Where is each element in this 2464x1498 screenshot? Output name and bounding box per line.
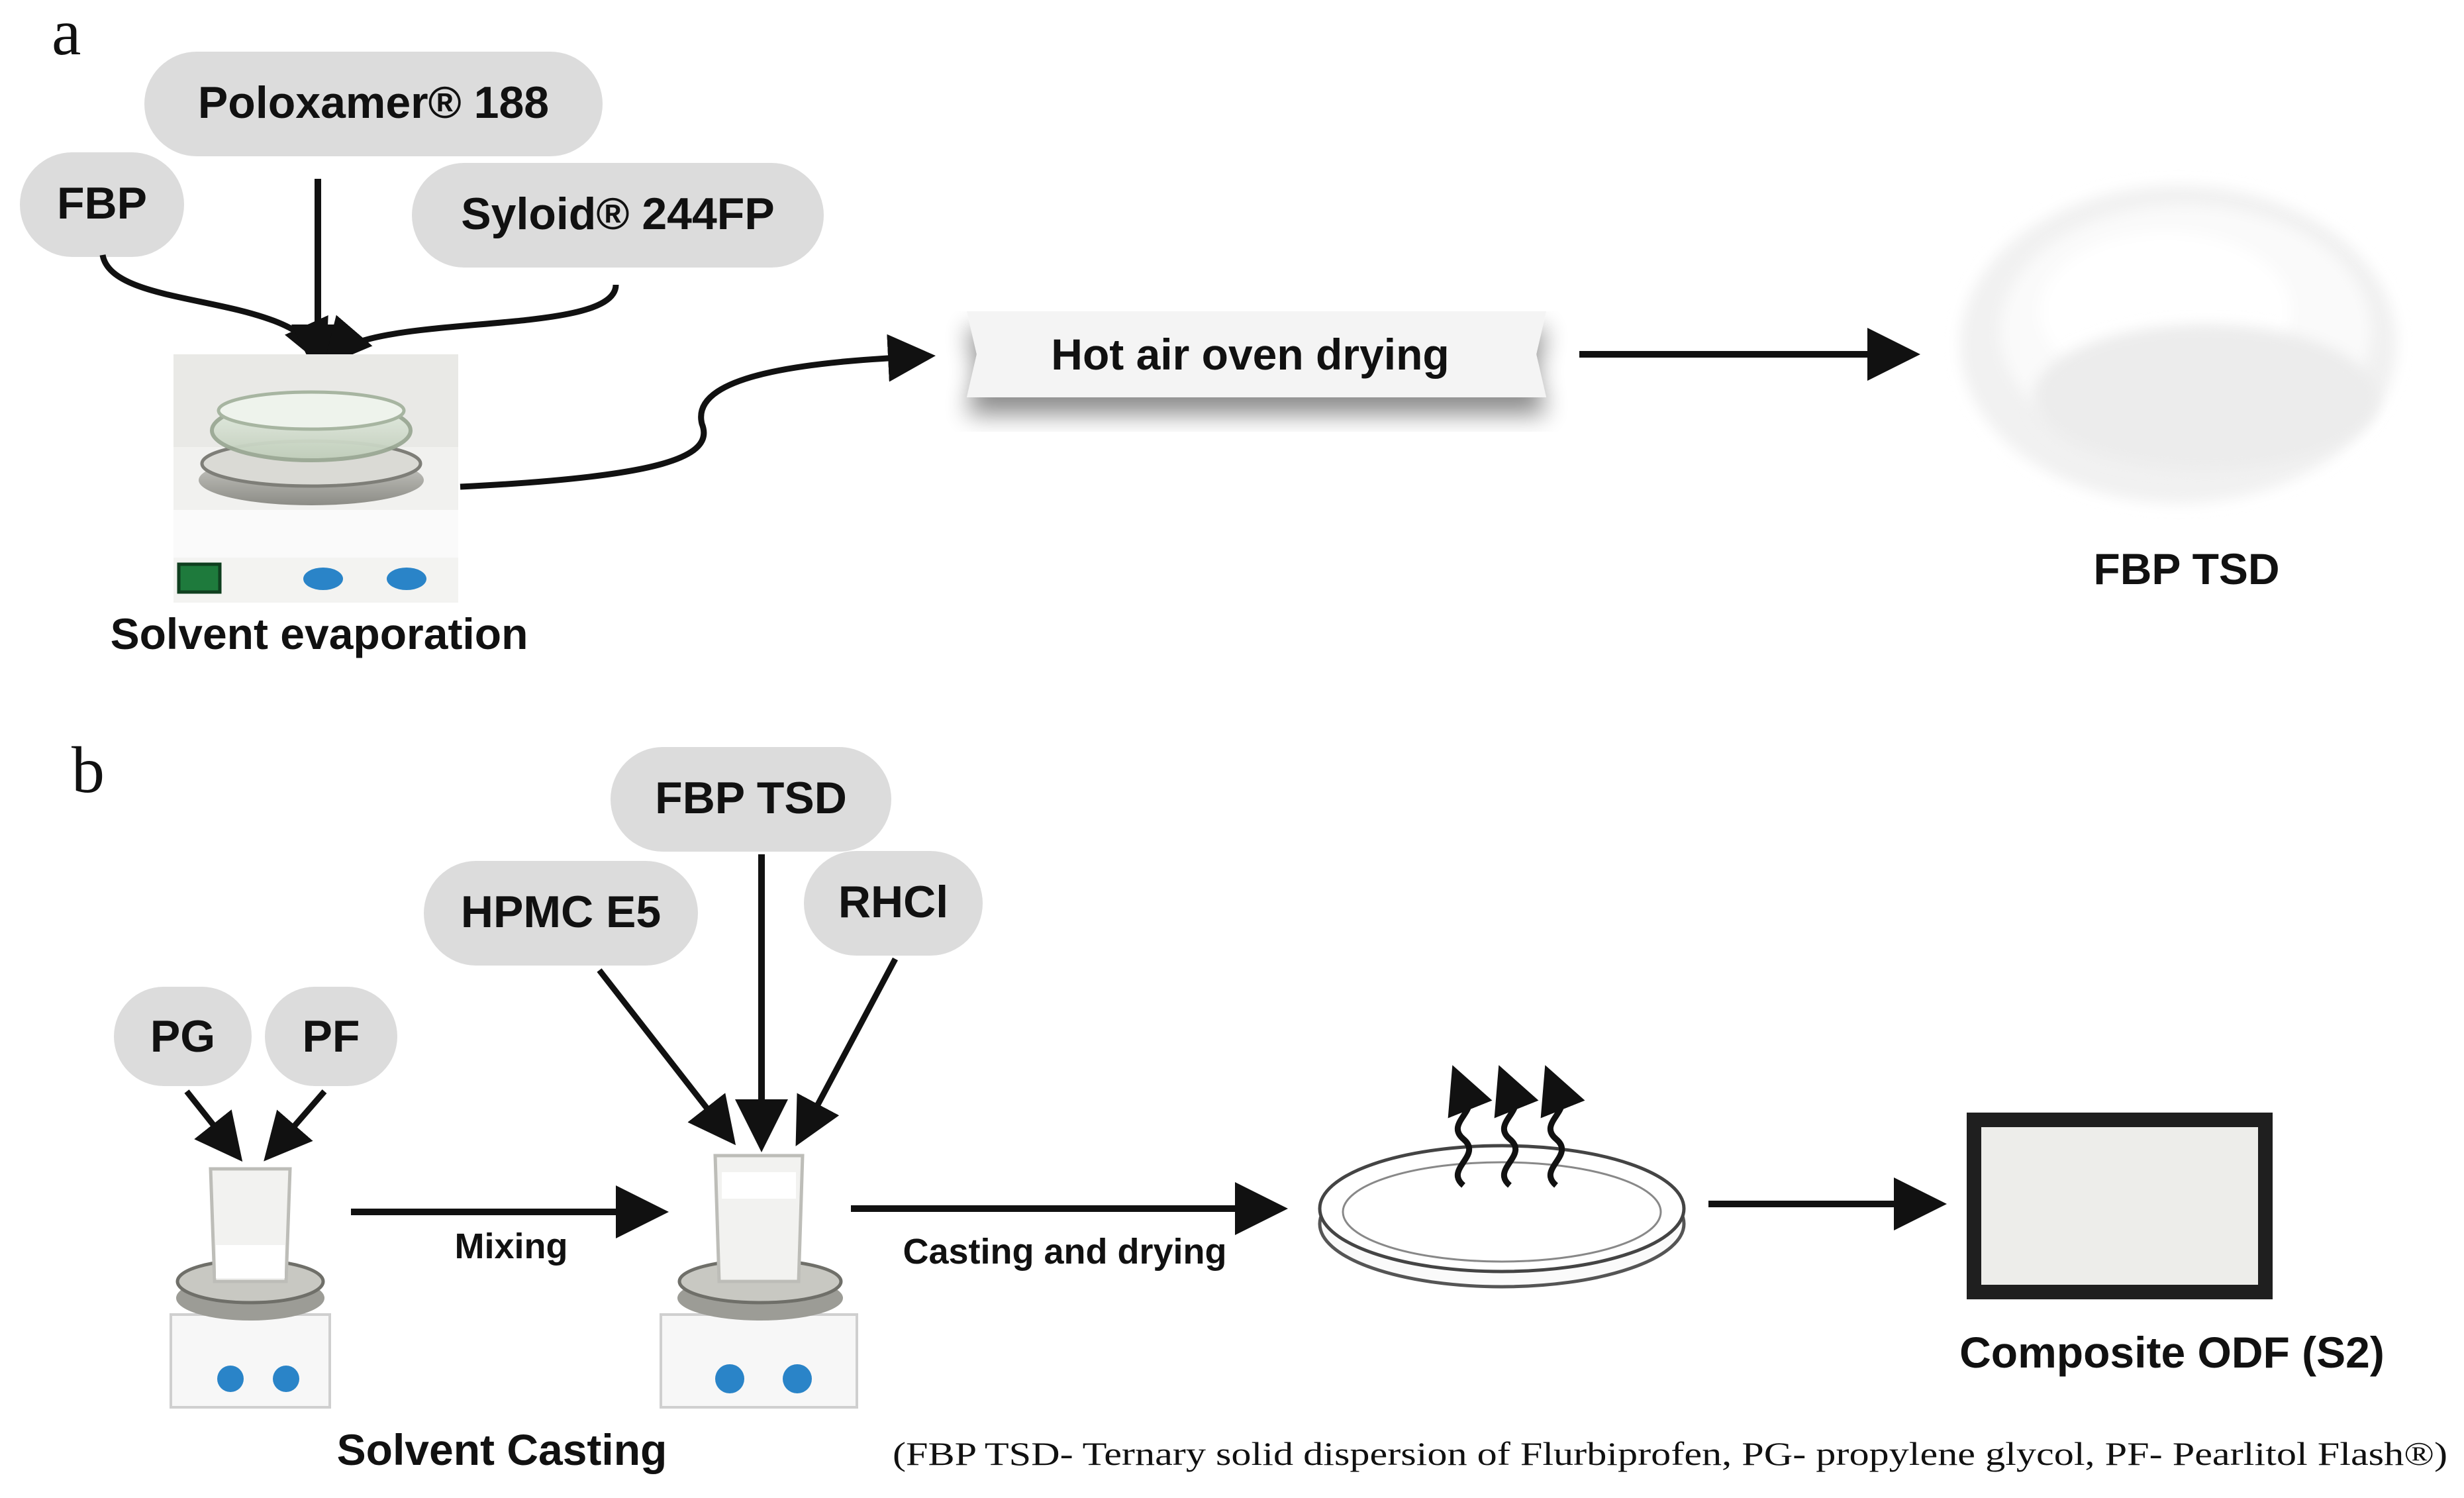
hpmc-label: HPMC E5 bbox=[461, 887, 661, 937]
arrow-syloid-to-stirrer bbox=[323, 284, 619, 367]
composite-odf-label: Composite ODF (S2) bbox=[1959, 1328, 2385, 1377]
arrow-fbp-to-stirrer bbox=[99, 254, 328, 369]
fbp-tsd-input-label: FBP TSD bbox=[655, 773, 847, 823]
hpmc-pill: HPMC E5 bbox=[424, 861, 698, 966]
solvent-casting-label: Solvent Casting bbox=[337, 1425, 667, 1474]
poloxamer-label: Poloxamer® 188 bbox=[198, 77, 549, 128]
syloid-label: Syloid® 244FP bbox=[461, 189, 774, 239]
arrow-pg-to-beaker bbox=[184, 1089, 243, 1162]
hot-air-oven-label: Hot air oven drying bbox=[1051, 330, 1449, 379]
arrow-stirrer-to-oven bbox=[460, 334, 936, 490]
solvent-evaporation-label: Solvent evaporation bbox=[111, 609, 528, 658]
arrow-hpmc-to-beaker bbox=[597, 968, 736, 1146]
syloid-pill: Syloid® 244FP bbox=[412, 163, 824, 268]
rhcl-pill: RHCl bbox=[804, 851, 983, 956]
pg-pill: PG bbox=[114, 987, 252, 1086]
pg-label: PG bbox=[150, 1011, 215, 1062]
casting-drying-label: Casting and drying bbox=[903, 1232, 1226, 1272]
odf-film bbox=[1967, 1113, 2273, 1299]
panel-a-letter: a bbox=[52, 0, 81, 69]
vapour-icon bbox=[1448, 1065, 1585, 1188]
poloxamer-pill: Poloxamer® 188 bbox=[144, 52, 603, 156]
stirrer-beaker-1 bbox=[170, 1167, 331, 1409]
rhcl-label: RHCl bbox=[838, 877, 948, 927]
powder-pile bbox=[1960, 185, 2397, 503]
fbp-label: FBP bbox=[57, 178, 147, 228]
petri-dish bbox=[1318, 1144, 1686, 1289]
fbp-tsd-pill: FBP TSD bbox=[611, 747, 891, 852]
arrow-pf-to-beaker bbox=[264, 1089, 327, 1162]
arrow-rhcl-to-beaker bbox=[795, 957, 898, 1146]
footnote-text: (FBP TSD- Ternary solid dispersion of Fl… bbox=[893, 1435, 2447, 1472]
fbp-tsd-product-label: FBP TSD bbox=[2093, 544, 2279, 593]
pf-label: PF bbox=[303, 1011, 360, 1062]
fbp-pill: FBP bbox=[20, 152, 184, 257]
stirrer-beaker-2 bbox=[660, 1154, 858, 1409]
hot-air-oven-box: Hot air oven drying bbox=[967, 311, 1546, 397]
magnetic-stirrer-a bbox=[173, 354, 458, 603]
mixing-label: Mixing bbox=[455, 1226, 568, 1266]
panel-b-letter: b bbox=[72, 733, 105, 807]
pf-pill: PF bbox=[265, 987, 397, 1086]
